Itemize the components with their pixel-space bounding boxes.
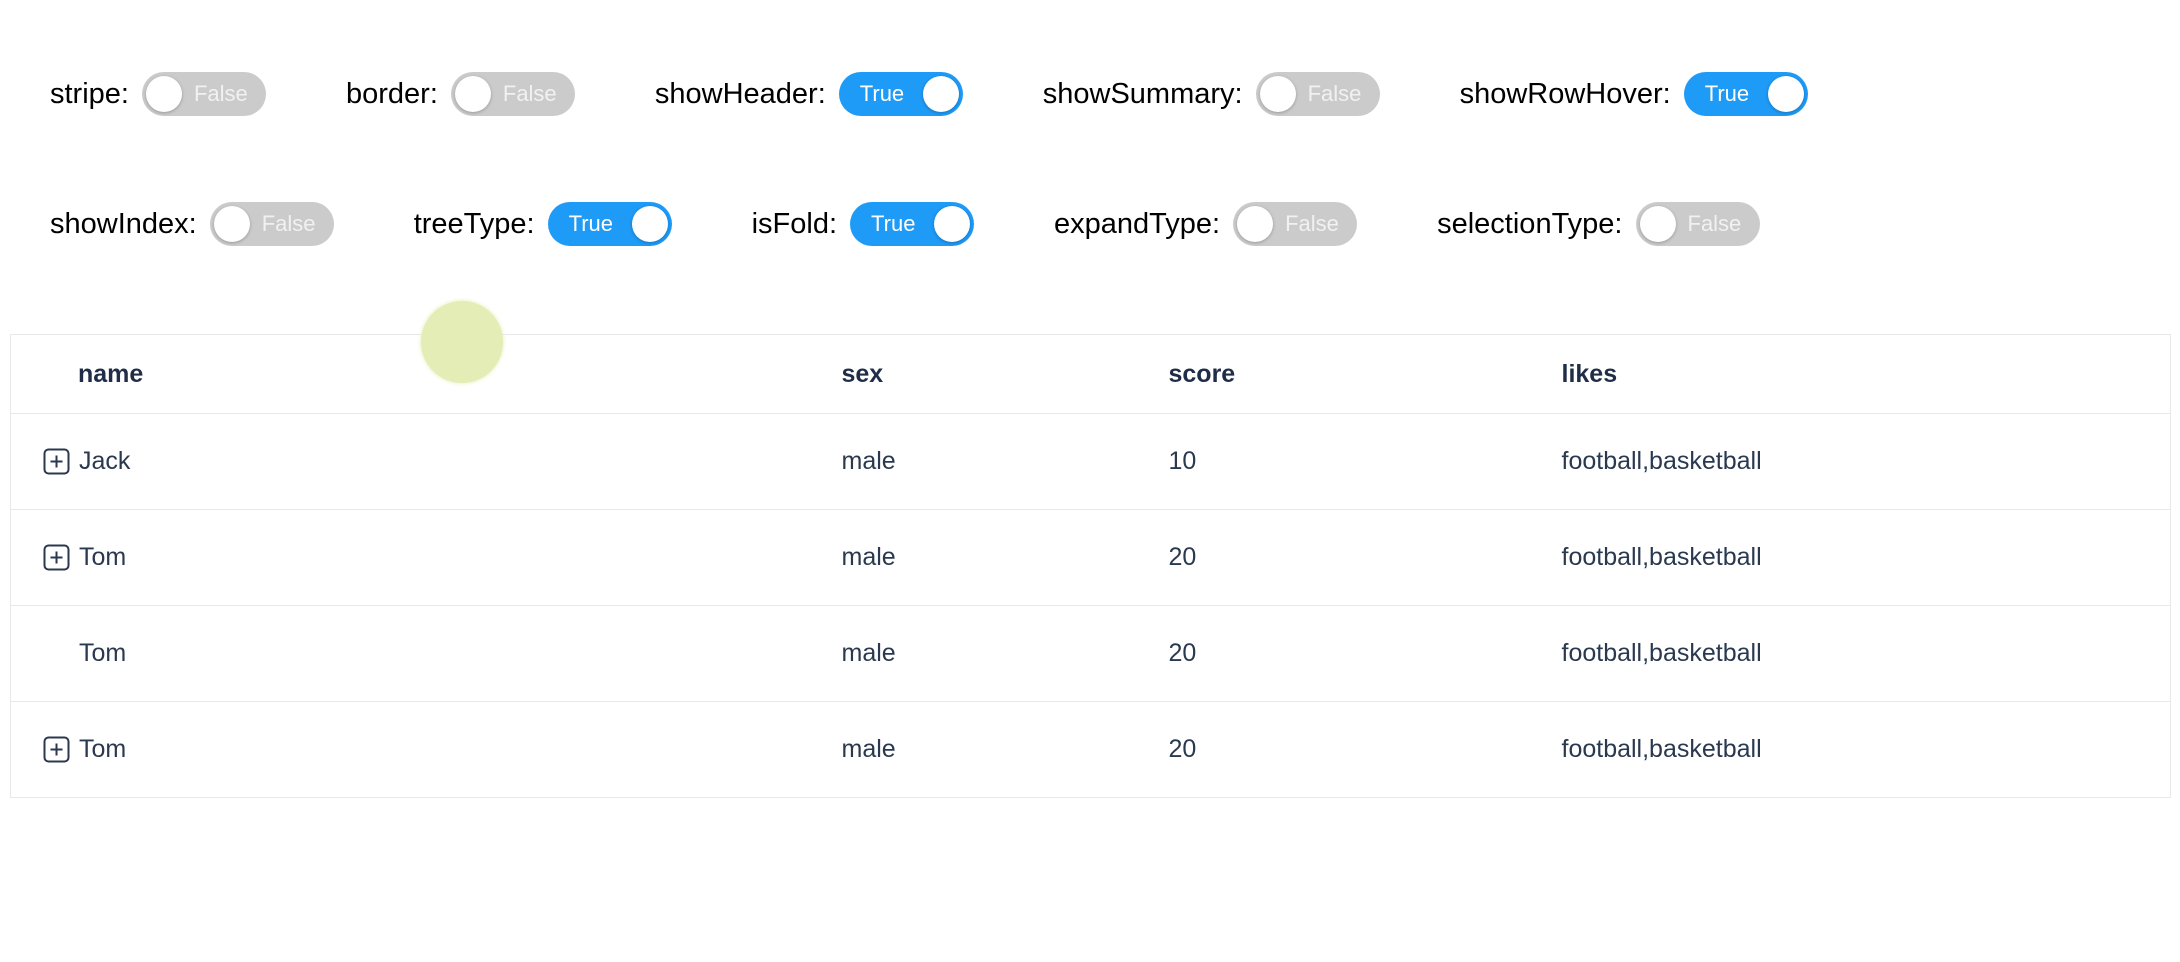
toggle-knob xyxy=(1639,206,1676,242)
show-row-hover-toggle-value: True xyxy=(1704,81,1750,106)
show-header-label: showHeader: xyxy=(654,77,826,110)
cell-sex: male xyxy=(830,605,1156,702)
control-tree-type: treeType: True xyxy=(414,202,672,246)
control-show-row-hover: showRowHover: True xyxy=(1460,72,1808,116)
cell-name: Tom xyxy=(79,543,127,571)
control-show-summary: showSummary: False xyxy=(1043,72,1380,116)
expand-type-label: expandType: xyxy=(1054,207,1221,240)
column-header-sex: sex xyxy=(830,334,1156,414)
toggle-knob xyxy=(454,76,491,112)
cell-score: 20 xyxy=(1155,509,1551,606)
column-header-name: name xyxy=(10,334,831,414)
touch-indicator xyxy=(421,301,503,383)
tree-type-toggle-value: True xyxy=(568,211,614,236)
expand-plus-icon[interactable] xyxy=(43,736,70,763)
cell-sex: male xyxy=(830,701,1156,798)
selection-type-toggle-value: False xyxy=(1687,211,1742,236)
selection-type-label: selectionType: xyxy=(1437,207,1623,240)
border-toggle[interactable]: False xyxy=(450,72,575,116)
toggle-knob xyxy=(1237,206,1274,242)
tree-type-toggle[interactable]: True xyxy=(547,202,672,246)
cell-likes: football,basketball xyxy=(1550,509,2171,606)
expand-plus-icon[interactable] xyxy=(43,448,70,475)
tree-type-label: treeType: xyxy=(413,207,535,240)
cell-score: 20 xyxy=(1155,701,1551,798)
toggle-knob xyxy=(1767,76,1804,112)
cell-likes: football,basketball xyxy=(1550,605,2171,702)
toggle-knob xyxy=(213,206,250,242)
show-row-hover-label: showRowHover: xyxy=(1459,77,1671,110)
cell-sex: male xyxy=(830,509,1156,606)
is-fold-toggle-value: True xyxy=(871,211,916,236)
controls-row-1: stripe: False border: False showHeader: … xyxy=(50,72,1808,116)
stripe-label: stripe: xyxy=(50,77,129,110)
show-row-hover-toggle[interactable]: True xyxy=(1683,72,1808,116)
show-index-toggle-value: False xyxy=(261,211,316,236)
control-is-fold: isFold: True xyxy=(751,202,975,246)
stripe-toggle[interactable]: False xyxy=(141,72,266,116)
border-toggle-value: False xyxy=(502,81,557,106)
cell-sex: male xyxy=(830,413,1156,510)
selection-type-toggle[interactable]: False xyxy=(1635,202,1760,246)
expand-type-toggle-value: False xyxy=(1285,211,1339,236)
cell-likes: football,basketball xyxy=(1550,701,2171,798)
show-index-label: showIndex: xyxy=(50,207,197,240)
toggle-knob xyxy=(145,76,182,112)
control-selection-type: selectionType: False xyxy=(1437,202,1760,246)
table-header-row: name sex score likes xyxy=(10,334,2171,414)
cell-likes: football,basketball xyxy=(1550,413,2171,510)
show-header-toggle-value: True xyxy=(859,81,905,106)
cell-score: 20 xyxy=(1155,605,1551,702)
show-summary-label: showSummary: xyxy=(1042,77,1243,110)
controls-row-2: showIndex: False treeType: True isFold: … xyxy=(50,202,1760,246)
show-index-toggle[interactable]: False xyxy=(209,202,334,246)
table-row[interactable]: Tom male 20 football,basketball xyxy=(10,605,2171,702)
table-row[interactable]: Tom male 20 football,basketball xyxy=(10,701,2171,798)
is-fold-label: isFold: xyxy=(751,207,838,240)
table-row[interactable]: Tom male 20 football,basketball xyxy=(10,509,2171,606)
control-border: border: False xyxy=(346,72,575,116)
table-row[interactable]: Jack male 10 football,basketball xyxy=(10,413,2171,510)
cell-name: Tom xyxy=(79,639,127,667)
cell-name: Jack xyxy=(79,447,131,475)
toggle-knob xyxy=(922,76,959,112)
show-summary-toggle-value: False xyxy=(1307,81,1362,106)
expand-plus-icon[interactable] xyxy=(43,544,70,571)
expand-type-toggle[interactable]: False xyxy=(1233,202,1358,246)
toggle-knob xyxy=(934,206,971,242)
control-expand-type: expandType: False xyxy=(1054,202,1358,246)
control-show-header: showHeader: True xyxy=(655,72,963,116)
cell-score: 10 xyxy=(1155,413,1551,510)
control-show-index: showIndex: False xyxy=(50,202,334,246)
control-stripe: stripe: False xyxy=(50,72,266,116)
column-header-score: score xyxy=(1155,334,1551,414)
data-table: name sex score likes xyxy=(10,334,2171,798)
show-header-toggle[interactable]: True xyxy=(838,72,963,116)
cell-name: Tom xyxy=(79,735,127,763)
stripe-toggle-value: False xyxy=(193,81,248,106)
toggle-knob xyxy=(631,206,668,242)
border-label: border: xyxy=(345,77,438,110)
toggle-knob xyxy=(1259,76,1296,112)
show-summary-toggle[interactable]: False xyxy=(1255,72,1380,116)
is-fold-toggle[interactable]: True xyxy=(850,202,975,246)
column-header-likes: likes xyxy=(1550,334,2171,414)
